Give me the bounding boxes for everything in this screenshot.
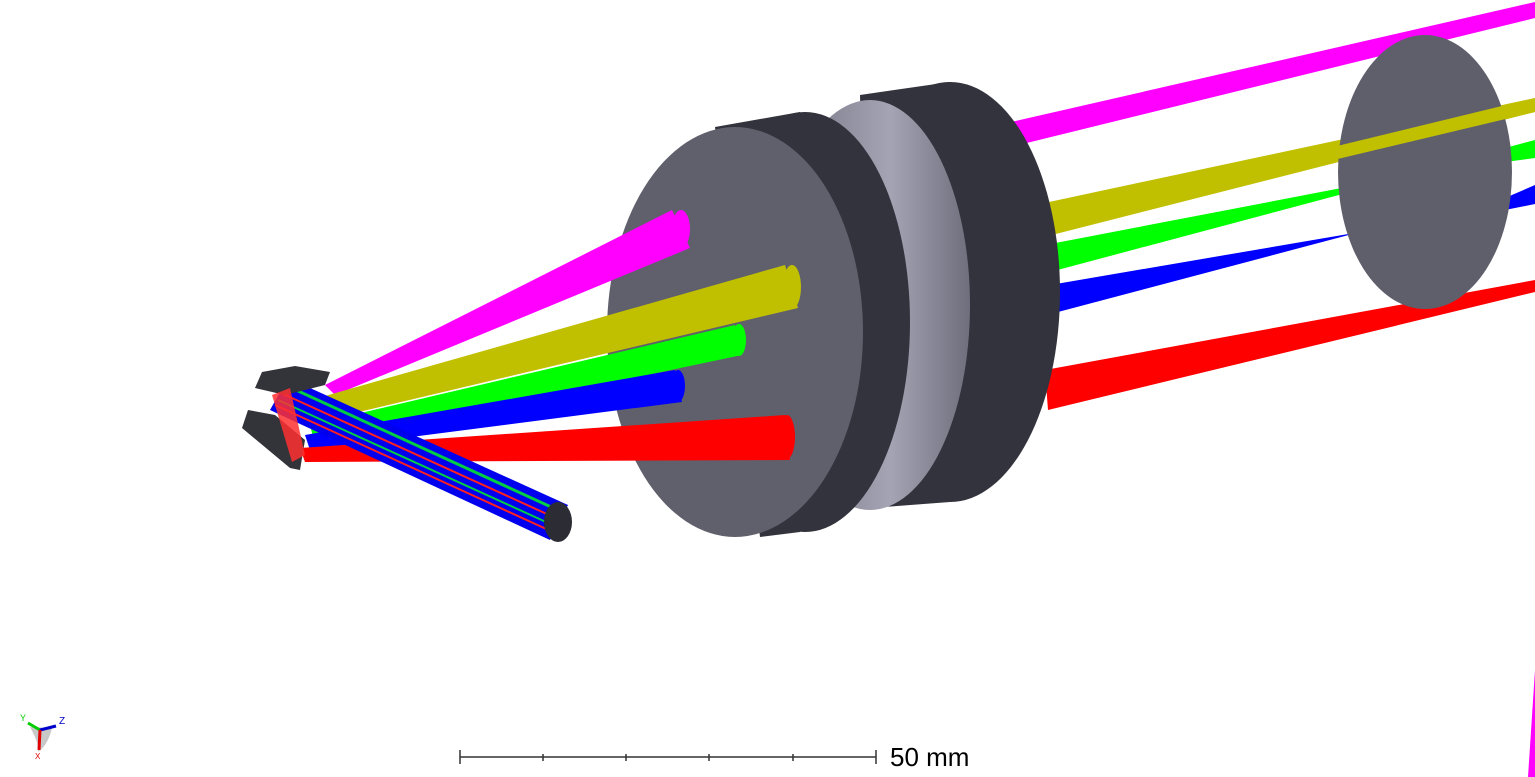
beams-right	[985, 2, 1535, 410]
mount-upper	[255, 366, 330, 395]
beam-red-end	[779, 415, 795, 459]
beam-yellow-through-disc	[1300, 98, 1535, 168]
beam-yellow-left	[318, 265, 798, 420]
fiber-body	[270, 378, 568, 540]
fiber-strand	[274, 404, 556, 534]
lens-group[interactable]	[607, 82, 1060, 537]
prism-mount[interactable]	[242, 366, 330, 470]
beam-green-left	[310, 325, 742, 445]
z-axis-label: Z	[59, 716, 65, 727]
axis-triad: Y Z X	[20, 713, 65, 761]
beam-magenta-edge	[1528, 670, 1535, 777]
prism-rays	[272, 388, 305, 462]
beam-magenta-end	[672, 210, 690, 248]
beam-green-end	[732, 324, 746, 356]
field-lens-disc[interactable]	[1338, 35, 1512, 309]
beams-left	[300, 210, 801, 462]
fiber-bundle[interactable]	[270, 378, 572, 542]
beam-yellow-end	[783, 265, 801, 309]
y-axis-label: Y	[20, 713, 26, 723]
beam-green-right	[1045, 172, 1425, 272]
beam-magenta-right	[985, 2, 1535, 152]
beam-magenta-left	[325, 210, 690, 395]
y-axis-arrow	[27, 721, 41, 732]
z-axis-arrow	[39, 724, 57, 732]
x-axis-arrow	[37, 729, 42, 751]
fiber-strand	[284, 383, 563, 514]
scale-bar-label: 50 mm	[890, 742, 970, 772]
fiber-end-cap	[544, 502, 572, 542]
mount-lower	[242, 410, 305, 470]
beam-blue-right-2	[1505, 185, 1535, 210]
scale-bar	[459, 750, 877, 764]
x-axis-label: X	[35, 752, 41, 761]
beam-green-right-2	[1505, 140, 1535, 162]
beam-blue-end	[671, 370, 685, 402]
fiber-strand	[277, 399, 558, 528]
fiber-strand	[280, 392, 561, 521]
beam-blue-right	[1050, 232, 1360, 312]
beam-red-right	[1045, 280, 1535, 410]
